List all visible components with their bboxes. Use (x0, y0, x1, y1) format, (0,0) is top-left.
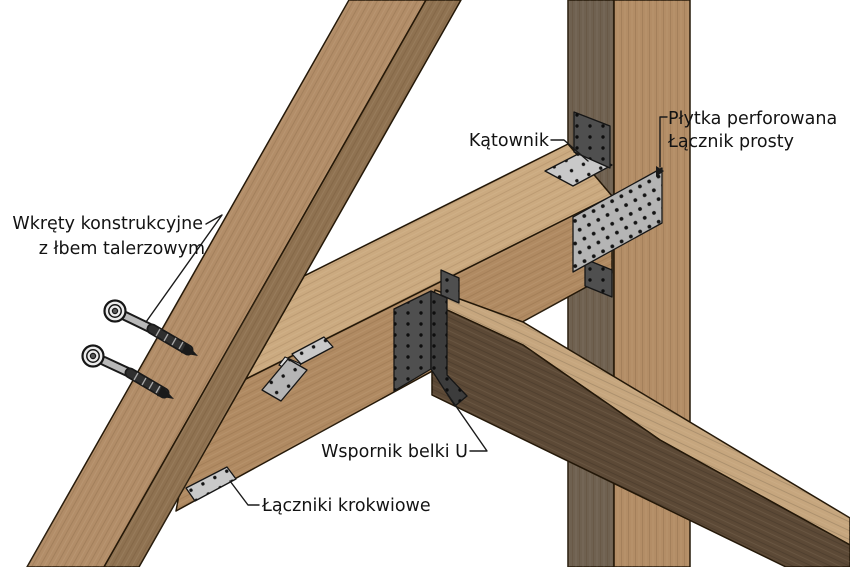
strap2-holes (186, 467, 236, 501)
screw-1 (103, 299, 198, 356)
screw-2 (81, 344, 174, 399)
leader-u-hanger (443, 388, 488, 452)
hanger-side-flange-holes (431, 291, 467, 406)
leader-angle-bracket (550, 139, 589, 162)
small-plate-holes (585, 259, 612, 297)
leader-rafter-connectors (229, 480, 260, 506)
label-screws-line1: Wkręty konstrukcyjne (12, 214, 203, 234)
angle-bracket (544, 111, 613, 187)
screw1-tip (181, 343, 198, 356)
hanger-top-flange-holes (441, 270, 459, 303)
screw1-head-ring (108, 304, 122, 318)
strap1-lower-holes (262, 359, 307, 401)
label-perforated-plate: Płytka perforowana (668, 109, 837, 129)
construction-screws (81, 299, 198, 399)
labels: Wkręty konstrukcyjne z łbem talerzowym K… (12, 109, 837, 516)
rafter-side-grain (104, 0, 461, 567)
screw1-thread-ridges (155, 328, 184, 350)
screw2-tip (157, 386, 174, 399)
strap1-upper-holes (292, 337, 333, 364)
leader-screws (145, 214, 223, 323)
hung-beam (431, 289, 850, 567)
hung-beam-front-grain (432, 303, 850, 567)
screw2-thread-ridges (133, 372, 161, 394)
screw2-head-ring (86, 349, 100, 363)
leader-perforated-plate-arrow (656, 166, 664, 177)
angle-bracket-leg-holes (574, 112, 610, 168)
rafter-connector-straps (185, 336, 334, 502)
u-beam-hanger (393, 269, 468, 407)
label-screws-line2: z łbem talerzowym (39, 239, 205, 259)
screw1-head-center (111, 307, 119, 315)
label-straight-connector: Łącznik prosty (667, 132, 794, 152)
rafter-front-grain (27, 0, 426, 567)
label-u-beam-hanger: Wspornik belki U (321, 442, 468, 462)
screw2-head-center (89, 352, 97, 360)
label-angle-bracket: Kątownik (469, 131, 550, 151)
perforated-plates (572, 167, 663, 298)
leader-perforated-plate (659, 116, 668, 168)
rafter (26, 0, 462, 567)
perforated-plate-holes (573, 168, 662, 272)
purlin-top-grain (180, 144, 612, 404)
hanger-back-plate-holes (394, 291, 431, 391)
leader-lines (145, 116, 668, 506)
label-rafter-connectors: Łączniki krokwiowe (261, 496, 431, 516)
